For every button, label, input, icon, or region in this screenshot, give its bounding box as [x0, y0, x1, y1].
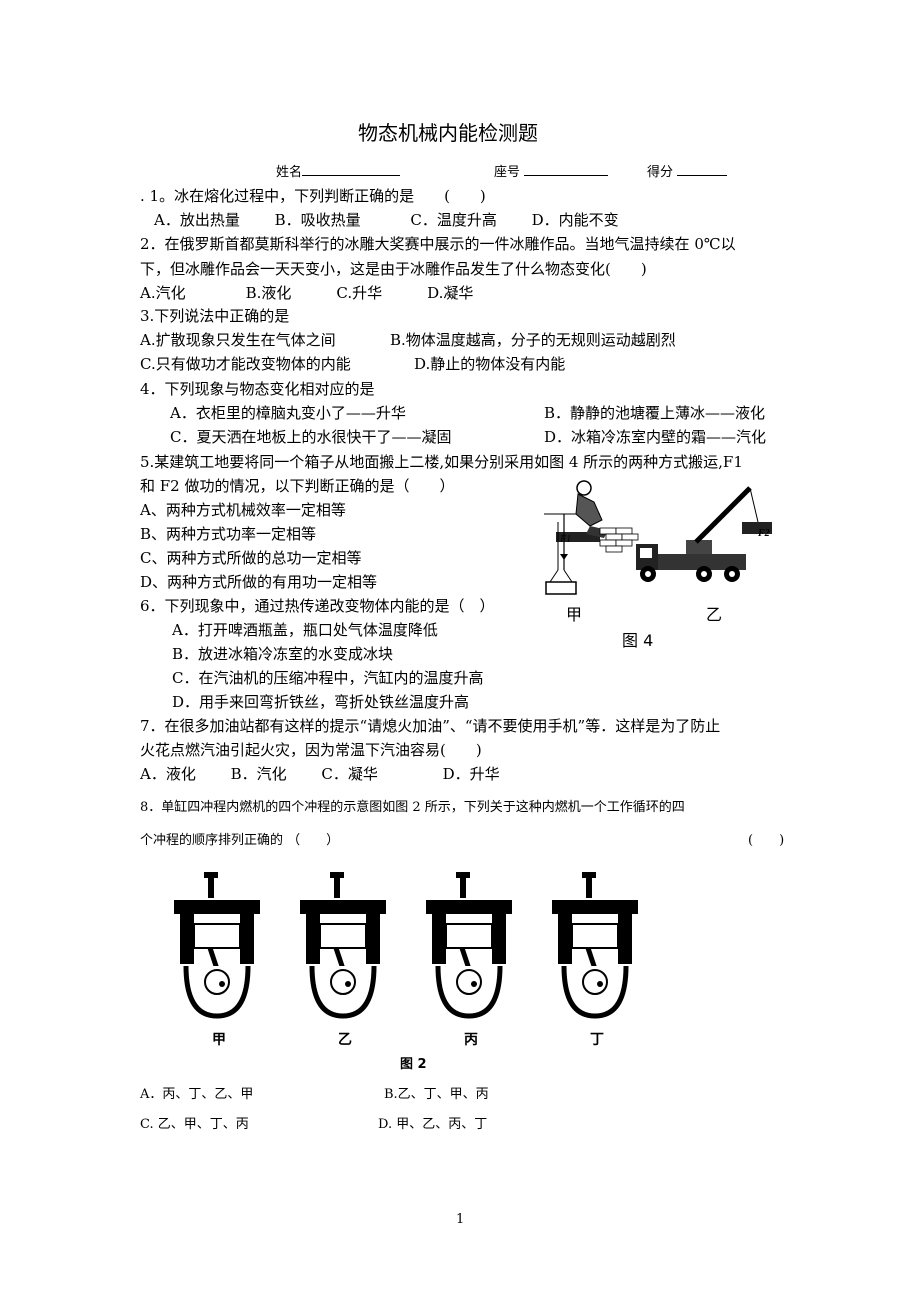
name-blank [302, 161, 401, 176]
figure-2-drawing: 图 2 甲 乙 丙 丁 [174, 872, 638, 1072]
q5-option-a: A、两种方式机械效率一定相等 [140, 501, 346, 519]
q4-stem: 4．下列现象与物态变化相对应的是 [140, 380, 375, 398]
q5-option-b: B、两种方式功率一定相等 [140, 525, 317, 543]
q8-option-b: B.乙、丁、甲、丙 [384, 1087, 489, 1102]
figure-4-f1-label: F1 [559, 534, 571, 545]
q6-option-b: B．放进冰箱冷冻室的水变成冰块 [172, 645, 394, 663]
q8-option-c: C. 乙、甲、丁、丙 [140, 1117, 249, 1132]
figure-4-label-jia: 甲 [566, 605, 582, 624]
q8-option-a: A．丙、丁、乙、甲 [140, 1087, 254, 1102]
q2-line1: 2．在俄罗斯首都莫斯科举行的冰雕大奖赛中展示的一件冰雕作品。当地气温持续在 0℃… [140, 235, 736, 253]
name-field: 姓名 [276, 161, 401, 184]
seat-blank [524, 161, 609, 176]
q2-options: A.汽化 B.液化 C.升华 D.凝华 [140, 284, 474, 302]
figure-2: 图 2 甲 乙 丙 丁 [160, 866, 680, 1076]
q6-option-a: A．打开啤酒瓶盖，瓶口处气体温度降低 [172, 621, 438, 639]
q8-answer-bracket: ( ) [748, 833, 785, 848]
q3-option-c: C.只有做功才能改变物体的内能 [140, 355, 351, 373]
q4-option-c: C．夏天洒在地板上的水很快干了——凝固 [170, 428, 452, 446]
engine-label-3: 丙 [464, 1032, 478, 1048]
q8-line1: 8．单缸四冲程内燃机的四个冲程的示意图如图 2 所示，下列关于这种内燃机一个工作… [140, 800, 685, 815]
figure-4-label-yi: 乙 [706, 605, 722, 624]
q1-options: A．放出热量 B．吸收热量 C．温度升高 D．内能不变 [154, 211, 619, 229]
q7-line1: 7．在很多加油站都有这样的提示“请熄火加油”、“请不要使用手机”等．这样是为了防… [140, 717, 721, 735]
q5-option-c: C、两种方式所做的总功一定相等 [140, 549, 362, 567]
page-number: 1 [456, 1212, 465, 1227]
page-title: 物态机械内能检测题 [358, 121, 538, 145]
q4-option-a: A．衣柜里的樟脑丸变小了——升华 [170, 404, 406, 422]
figure-4-f2-label: F2 [757, 528, 770, 539]
engine-label-1: 甲 [212, 1032, 226, 1048]
q5-line2: 和 F2 做功的情况，以下判断正确的是（ ） [140, 477, 455, 495]
q2-line2: 下，但冰雕作品会一天天变小，这是由于冰雕作品发生了什么物态变化( ) [140, 260, 647, 278]
figure-2-caption: 图 2 [400, 1057, 427, 1072]
q6-option-d: D．用手来回弯折铁丝，弯折处铁丝温度升高 [172, 693, 470, 711]
q3-stem: 3.下列说法中正确的是 [140, 307, 290, 325]
q8-option-d: D. 甲、乙、丙、丁 [378, 1117, 488, 1132]
q3-option-d: D.静止的物体没有内能 [414, 355, 566, 373]
q4-option-b: B．静静的池塘覆上薄冰——液化 [544, 404, 766, 422]
q3-option-b: B.物体温度越高，分子的无规则运动越剧烈 [390, 331, 676, 349]
q7-options: A．液化 B．汽化 C．凝华 D．升华 [140, 765, 500, 783]
seat-field: 座号 [494, 161, 609, 184]
figure-4-caption: 图 4 [622, 631, 653, 650]
q5-line1: 5.某建筑工地要将同一个箱子从地面搬上二楼,如果分别采用如图 4 所示的两种方式… [140, 453, 743, 471]
q1-stem: . 1。冰在熔化过程中，下列判断正确的是 ( ) [140, 187, 486, 205]
score-label: 得分 [647, 165, 674, 180]
engine-diagram-2 [300, 872, 386, 1019]
engine-label-2: 乙 [338, 1032, 352, 1048]
q4-option-d: D．冰箱冷冻室内壁的霜——汽化 [544, 428, 767, 446]
seat-label: 座号 [494, 165, 521, 180]
q6-stem: 6．下列现象中，通过热传递改变物体内能的是（ ） [140, 597, 495, 615]
engine-diagram-4 [552, 872, 638, 1019]
q5-option-d: D、两种方式所做的有用功一定相等 [140, 573, 378, 591]
engine-diagram-3 [426, 872, 512, 1019]
q3-option-a: A.扩散现象只发生在气体之间 [140, 331, 336, 349]
engine-label-4: 丁 [590, 1032, 604, 1048]
figure-4: F1 F2 甲 乙 图 4 [536, 474, 796, 654]
engine-diagram-1 [174, 872, 260, 1019]
name-label: 姓名 [276, 165, 303, 180]
figure-4-drawing: F1 F2 甲 乙 图 4 [544, 480, 772, 650]
score-field: 得分 [647, 161, 728, 184]
q6-option-c: C．在汽油机的压缩冲程中，汽缸内的温度升高 [172, 669, 484, 687]
score-blank [677, 161, 728, 176]
q7-line2: 火花点燃汽油引起火灾，因为常温下汽油容易( ) [140, 741, 482, 759]
q8-line2: 个冲程的顺序排列正确的 （ ） [140, 833, 340, 848]
